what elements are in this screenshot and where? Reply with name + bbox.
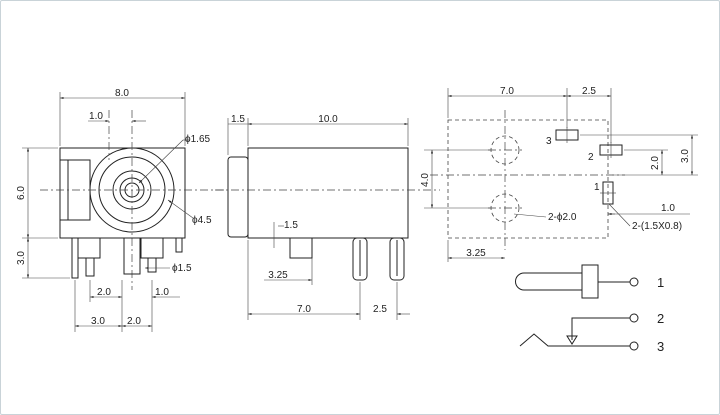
- dim-footprint-span-b: 2.5: [582, 86, 596, 97]
- dim-footprint-right-c: 1.0: [661, 203, 675, 214]
- pad-label-3: 3: [546, 136, 552, 147]
- schematic-symbol: 1 2 3: [515, 264, 664, 354]
- schematic-sleeve-contact: [519, 333, 630, 347]
- front-pin-left: [71, 237, 79, 279]
- side-pin-c: [389, 237, 405, 281]
- dim-front-pin-length: 3.0: [16, 251, 27, 265]
- dim-footprint-span-a: 7.0: [500, 86, 514, 97]
- side-pin-b: [352, 237, 368, 281]
- dim-front-offset: 1.0: [89, 111, 103, 122]
- dim-front-pin-spacing-b: 1.0: [155, 287, 169, 298]
- dim-side-pin-offset: 3.25: [268, 270, 288, 281]
- dim-front-dia-45: ϕ4.5: [192, 215, 212, 226]
- dim-side-pin-position: 7.0: [297, 304, 311, 315]
- schematic-pin-3: 3: [657, 339, 664, 354]
- front-view: 8.0 1.0 6.0 3.0 ϕ1.65 ϕ4.5 ϕ1.5 2.0 1.0: [16, 88, 225, 332]
- schematic-sleeve: [581, 264, 599, 299]
- schematic-pin-1: 1: [657, 275, 664, 290]
- pad-label-2: 2: [588, 152, 594, 163]
- side-body-outline: [247, 147, 409, 239]
- dim-footprint-right-a: 3.0: [680, 149, 691, 163]
- dim-footprint-holes: 2-ϕ2.0: [548, 212, 577, 223]
- footprint-outline: [447, 119, 609, 239]
- dim-footprint-height: 4.0: [420, 173, 431, 187]
- dim-side-pin-width: 1.5: [284, 220, 298, 231]
- front-pin-right: [140, 237, 164, 259]
- dim-front-bottom-b: 2.0: [127, 316, 141, 327]
- dim-front-height: 6.0: [16, 186, 27, 200]
- side-flange: [227, 156, 249, 238]
- schematic-pin-2: 2: [657, 311, 664, 326]
- schematic-plug: [515, 272, 583, 291]
- front-body-outline: [59, 147, 186, 239]
- dim-front-pin-spacing-a: 2.0: [97, 287, 111, 298]
- side-view: 1.5 10.0 1.5 3.25 7.0 2.5: [215, 114, 440, 320]
- schematic-tip-contact: [571, 317, 630, 340]
- dim-front-width: 8.0: [115, 88, 129, 99]
- pad-label-1: 1: [594, 182, 600, 193]
- dim-footprint-bottom: 3.25: [466, 248, 486, 259]
- dim-side-flange: 1.5: [231, 114, 245, 125]
- dim-footprint-slots: 2-(1.5X0.8): [632, 221, 682, 232]
- dim-front-dia-165: ϕ1.65: [185, 134, 211, 145]
- dim-front-bottom-a: 3.0: [91, 316, 105, 327]
- pcb-footprint: 3 2 1 7.0 2.5 4.0 3.0 2.0 1.0 3.25 2-ϕ2.…: [420, 86, 698, 262]
- dim-footprint-right-b: 2.0: [650, 156, 661, 170]
- side-pin-a: [289, 237, 313, 259]
- dim-side-pin-gap: 2.5: [373, 304, 387, 315]
- dim-front-pin-dia: ϕ1.5: [172, 263, 192, 274]
- dim-side-length: 10.0: [318, 114, 338, 125]
